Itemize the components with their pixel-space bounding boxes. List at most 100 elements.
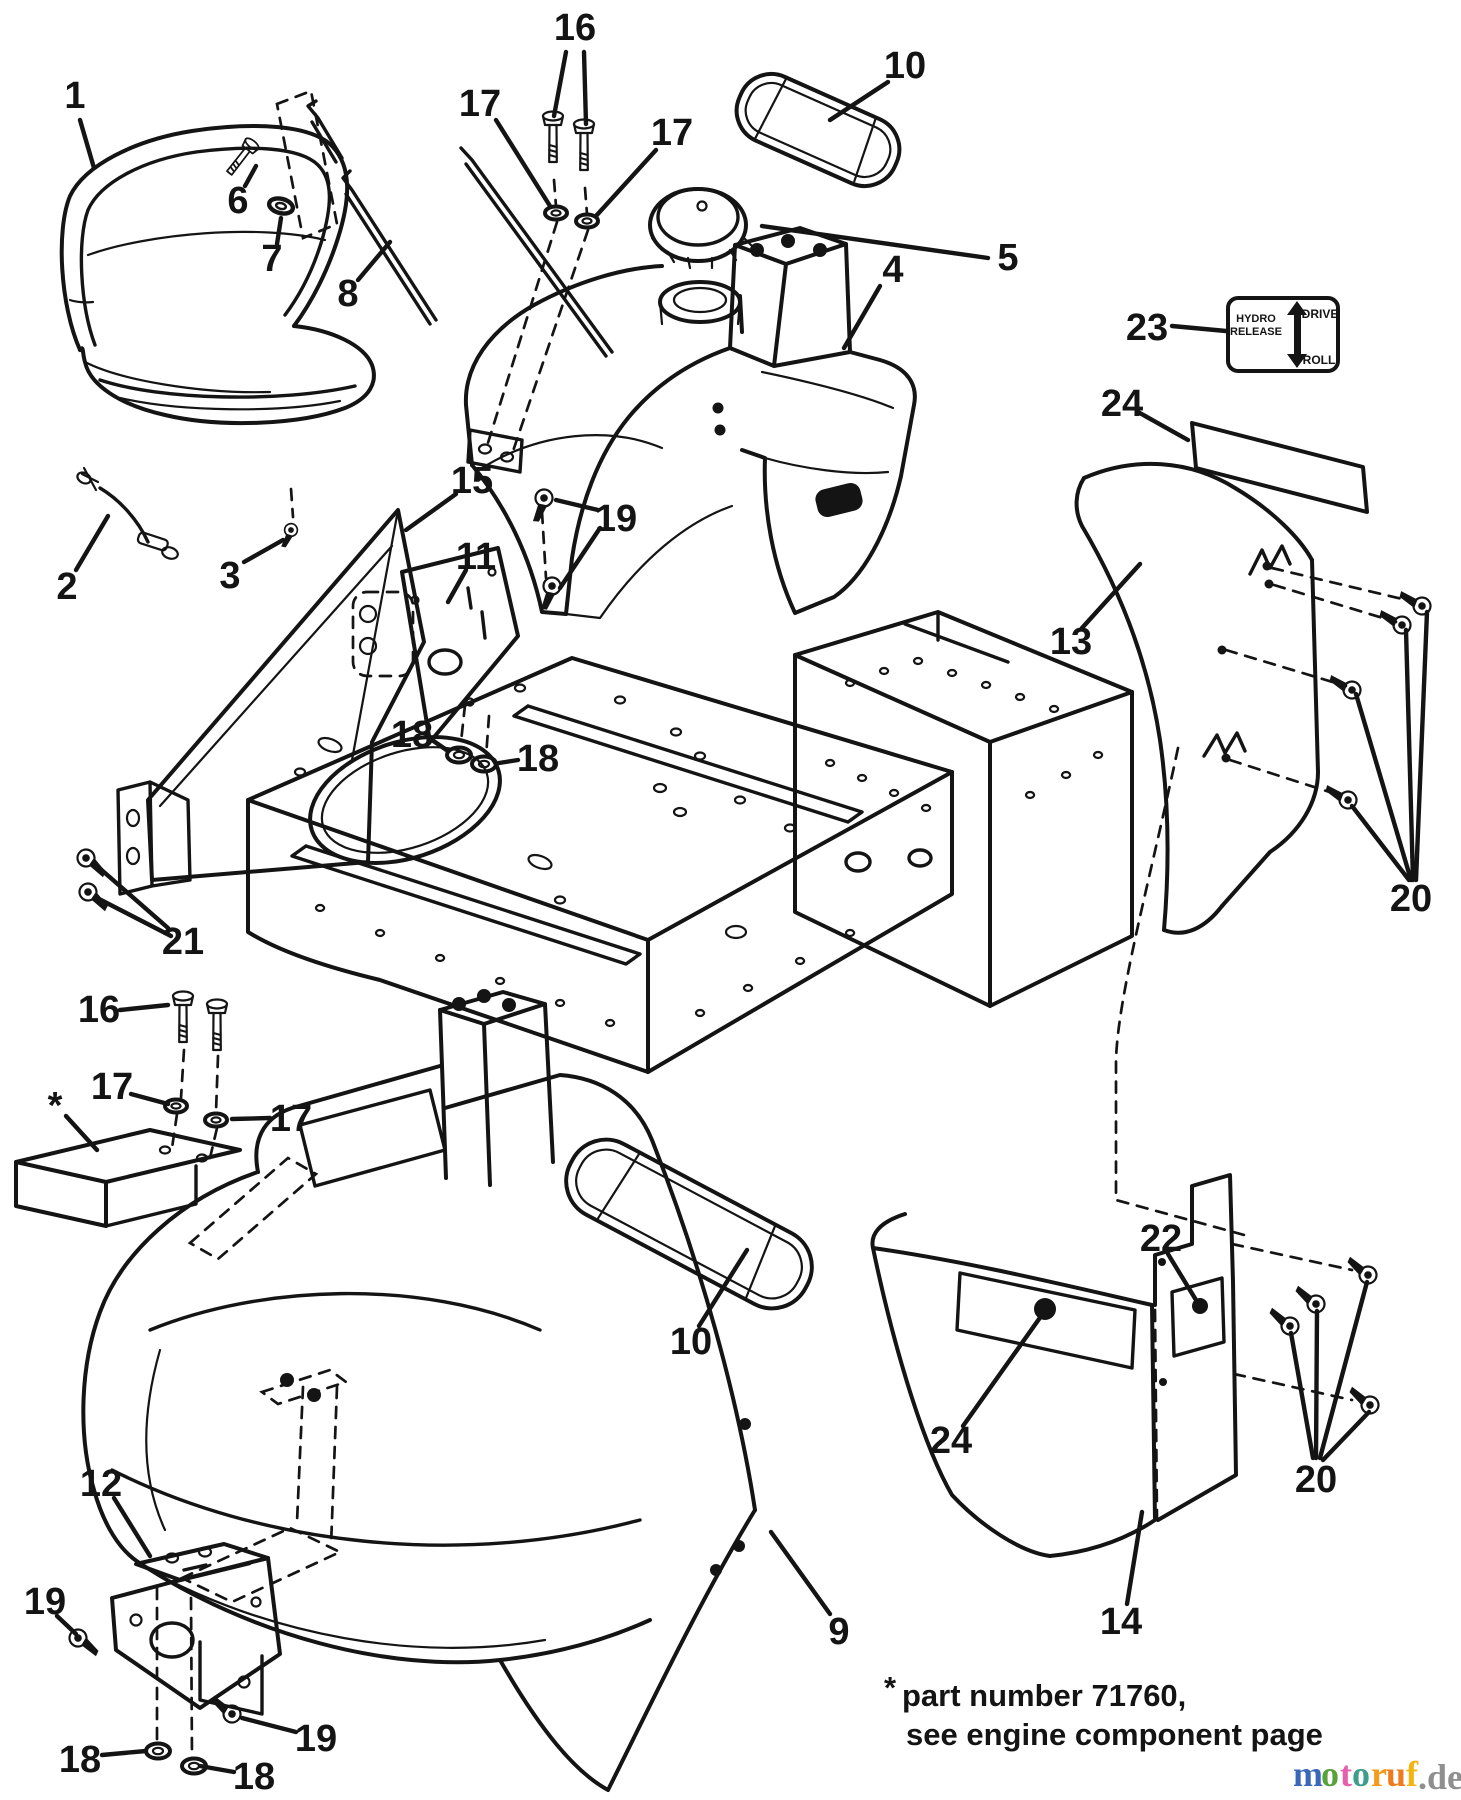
- leader-line-19: [54, 1613, 79, 1637]
- leader-line-8: [355, 239, 393, 283]
- decal-roll-text: ROLL: [1303, 353, 1336, 367]
- callout-24: 24: [930, 1420, 972, 1462]
- fuel-tank-console-part-4: [438, 226, 917, 1012]
- leader-line-17: [128, 1091, 171, 1107]
- top-hardware-group: [222, 89, 614, 459]
- callout-18: 18: [233, 1756, 275, 1798]
- leader-line-20: [1320, 1409, 1372, 1463]
- hydro-release-decal-part-23: HYDRO RELEASE DRIVE ROLL: [1226, 296, 1340, 373]
- leader-line-15: [403, 491, 459, 533]
- leader-line-19: [239, 1715, 299, 1735]
- logo-letter: u: [1386, 1754, 1406, 1794]
- logo-letter: m: [1293, 1754, 1323, 1794]
- decal-drive-text: DRIVE: [1302, 307, 1339, 321]
- callout-22: 22: [1140, 1218, 1182, 1260]
- bracket-part-12: [65, 1526, 344, 1776]
- callout-10: 10: [670, 1321, 712, 1363]
- mount-plate-part-11: [400, 487, 563, 774]
- rear-frame-box: [793, 610, 1134, 1008]
- callout-1: 1: [64, 75, 85, 117]
- screw-icon: [1289, 1284, 1329, 1317]
- leader-line-21: [96, 896, 174, 939]
- leader-line-6: [242, 163, 259, 189]
- leader-line-*: [63, 1113, 100, 1153]
- leader-line-7: [274, 215, 284, 247]
- callout-11: 11: [456, 536, 496, 578]
- leader-line-2: [73, 513, 111, 573]
- logo-letter: o: [1352, 1754, 1370, 1794]
- leader-line-12: [111, 1495, 153, 1559]
- callout-9: 9: [828, 1611, 849, 1653]
- leader-line-24: [960, 1309, 1047, 1429]
- logo-letter: r: [1371, 1754, 1387, 1794]
- callout-14: 14: [1100, 1601, 1142, 1643]
- leader-line-17: [593, 147, 659, 219]
- callout-17: 17: [91, 1066, 133, 1108]
- leader-line-5: [759, 223, 991, 261]
- callout-16: 16: [78, 989, 120, 1031]
- callout-2: 2: [56, 566, 77, 608]
- side-panel-part-15: [116, 508, 426, 896]
- seat-part-1: [59, 124, 376, 426]
- screw-icon: [539, 575, 563, 612]
- screw-icon: [1343, 1385, 1383, 1418]
- up-down-arrow-icon: [1287, 301, 1307, 368]
- flange-nut-icon: [543, 204, 569, 222]
- leader-line-17: [493, 117, 553, 209]
- logo-letter: o: [1321, 1754, 1339, 1794]
- screw-icon: [280, 521, 300, 550]
- armrest-pad-top-part-10: [734, 72, 902, 188]
- callout-18: 18: [59, 1739, 101, 1781]
- callout-19: 19: [595, 498, 637, 540]
- callout-24: 24: [1101, 383, 1143, 425]
- footnote: * part number 71760, see engine componen…: [884, 1670, 1323, 1752]
- screw-icon: [75, 879, 115, 913]
- leader-line-24: [1135, 409, 1191, 443]
- callout-17: 17: [270, 1098, 312, 1140]
- armrest-pad-mid-part-10: [564, 1137, 814, 1311]
- screw-icon: [1263, 1306, 1303, 1339]
- leader-line-3: [241, 537, 286, 565]
- callout-7: 7: [261, 238, 282, 280]
- leader-line-18: [429, 737, 451, 754]
- logo-letter: f: [1406, 1754, 1419, 1794]
- callout-13: 13: [1050, 621, 1092, 663]
- leader-line-4: [841, 283, 883, 351]
- leader-line-20: [1413, 609, 1430, 883]
- callout-8: 8: [337, 273, 358, 315]
- callout-18: 18: [517, 738, 559, 780]
- footnote-line1: part number 71760,: [902, 1678, 1186, 1713]
- leader-line-20: [1317, 1279, 1370, 1461]
- leader-line-10: [696, 1247, 750, 1329]
- footnote-line2: see engine component page: [906, 1717, 1323, 1752]
- hex-bolt-icon: [572, 118, 596, 172]
- callout-*: *: [48, 1085, 63, 1127]
- screw-icon: [205, 1694, 245, 1727]
- callout-15: 15: [451, 460, 493, 502]
- lower-console-part-9: [81, 989, 757, 1792]
- leader-line-13: [1079, 561, 1143, 631]
- callout-17: 17: [459, 83, 501, 125]
- leader-line-11: [445, 567, 469, 605]
- callout-3: 3: [219, 555, 240, 597]
- seat-stop-screw-part-3: [280, 487, 300, 550]
- leader-line-19: [553, 497, 601, 513]
- leader-line-20: [1353, 691, 1414, 883]
- lower-right-panel-part-14: [870, 1173, 1383, 1558]
- callout-23: 23: [1126, 307, 1168, 349]
- left-hardware-and-bracket-star: [14, 990, 319, 1261]
- blank-decal-part-24: [1190, 421, 1369, 514]
- flange-nut-icon: [268, 196, 295, 216]
- leader-line-20: [1313, 1308, 1320, 1461]
- hex-bolt-icon: [171, 990, 195, 1044]
- decal-hydro-text: HYDRO: [1236, 313, 1276, 325]
- screw-icon: [1341, 1255, 1381, 1288]
- leader-line-23: [1169, 323, 1229, 334]
- callout-20: 20: [1390, 878, 1432, 920]
- callout-17: 17: [651, 112, 693, 154]
- nut-icon: [144, 1741, 172, 1761]
- leader-line-14: [1124, 1509, 1145, 1607]
